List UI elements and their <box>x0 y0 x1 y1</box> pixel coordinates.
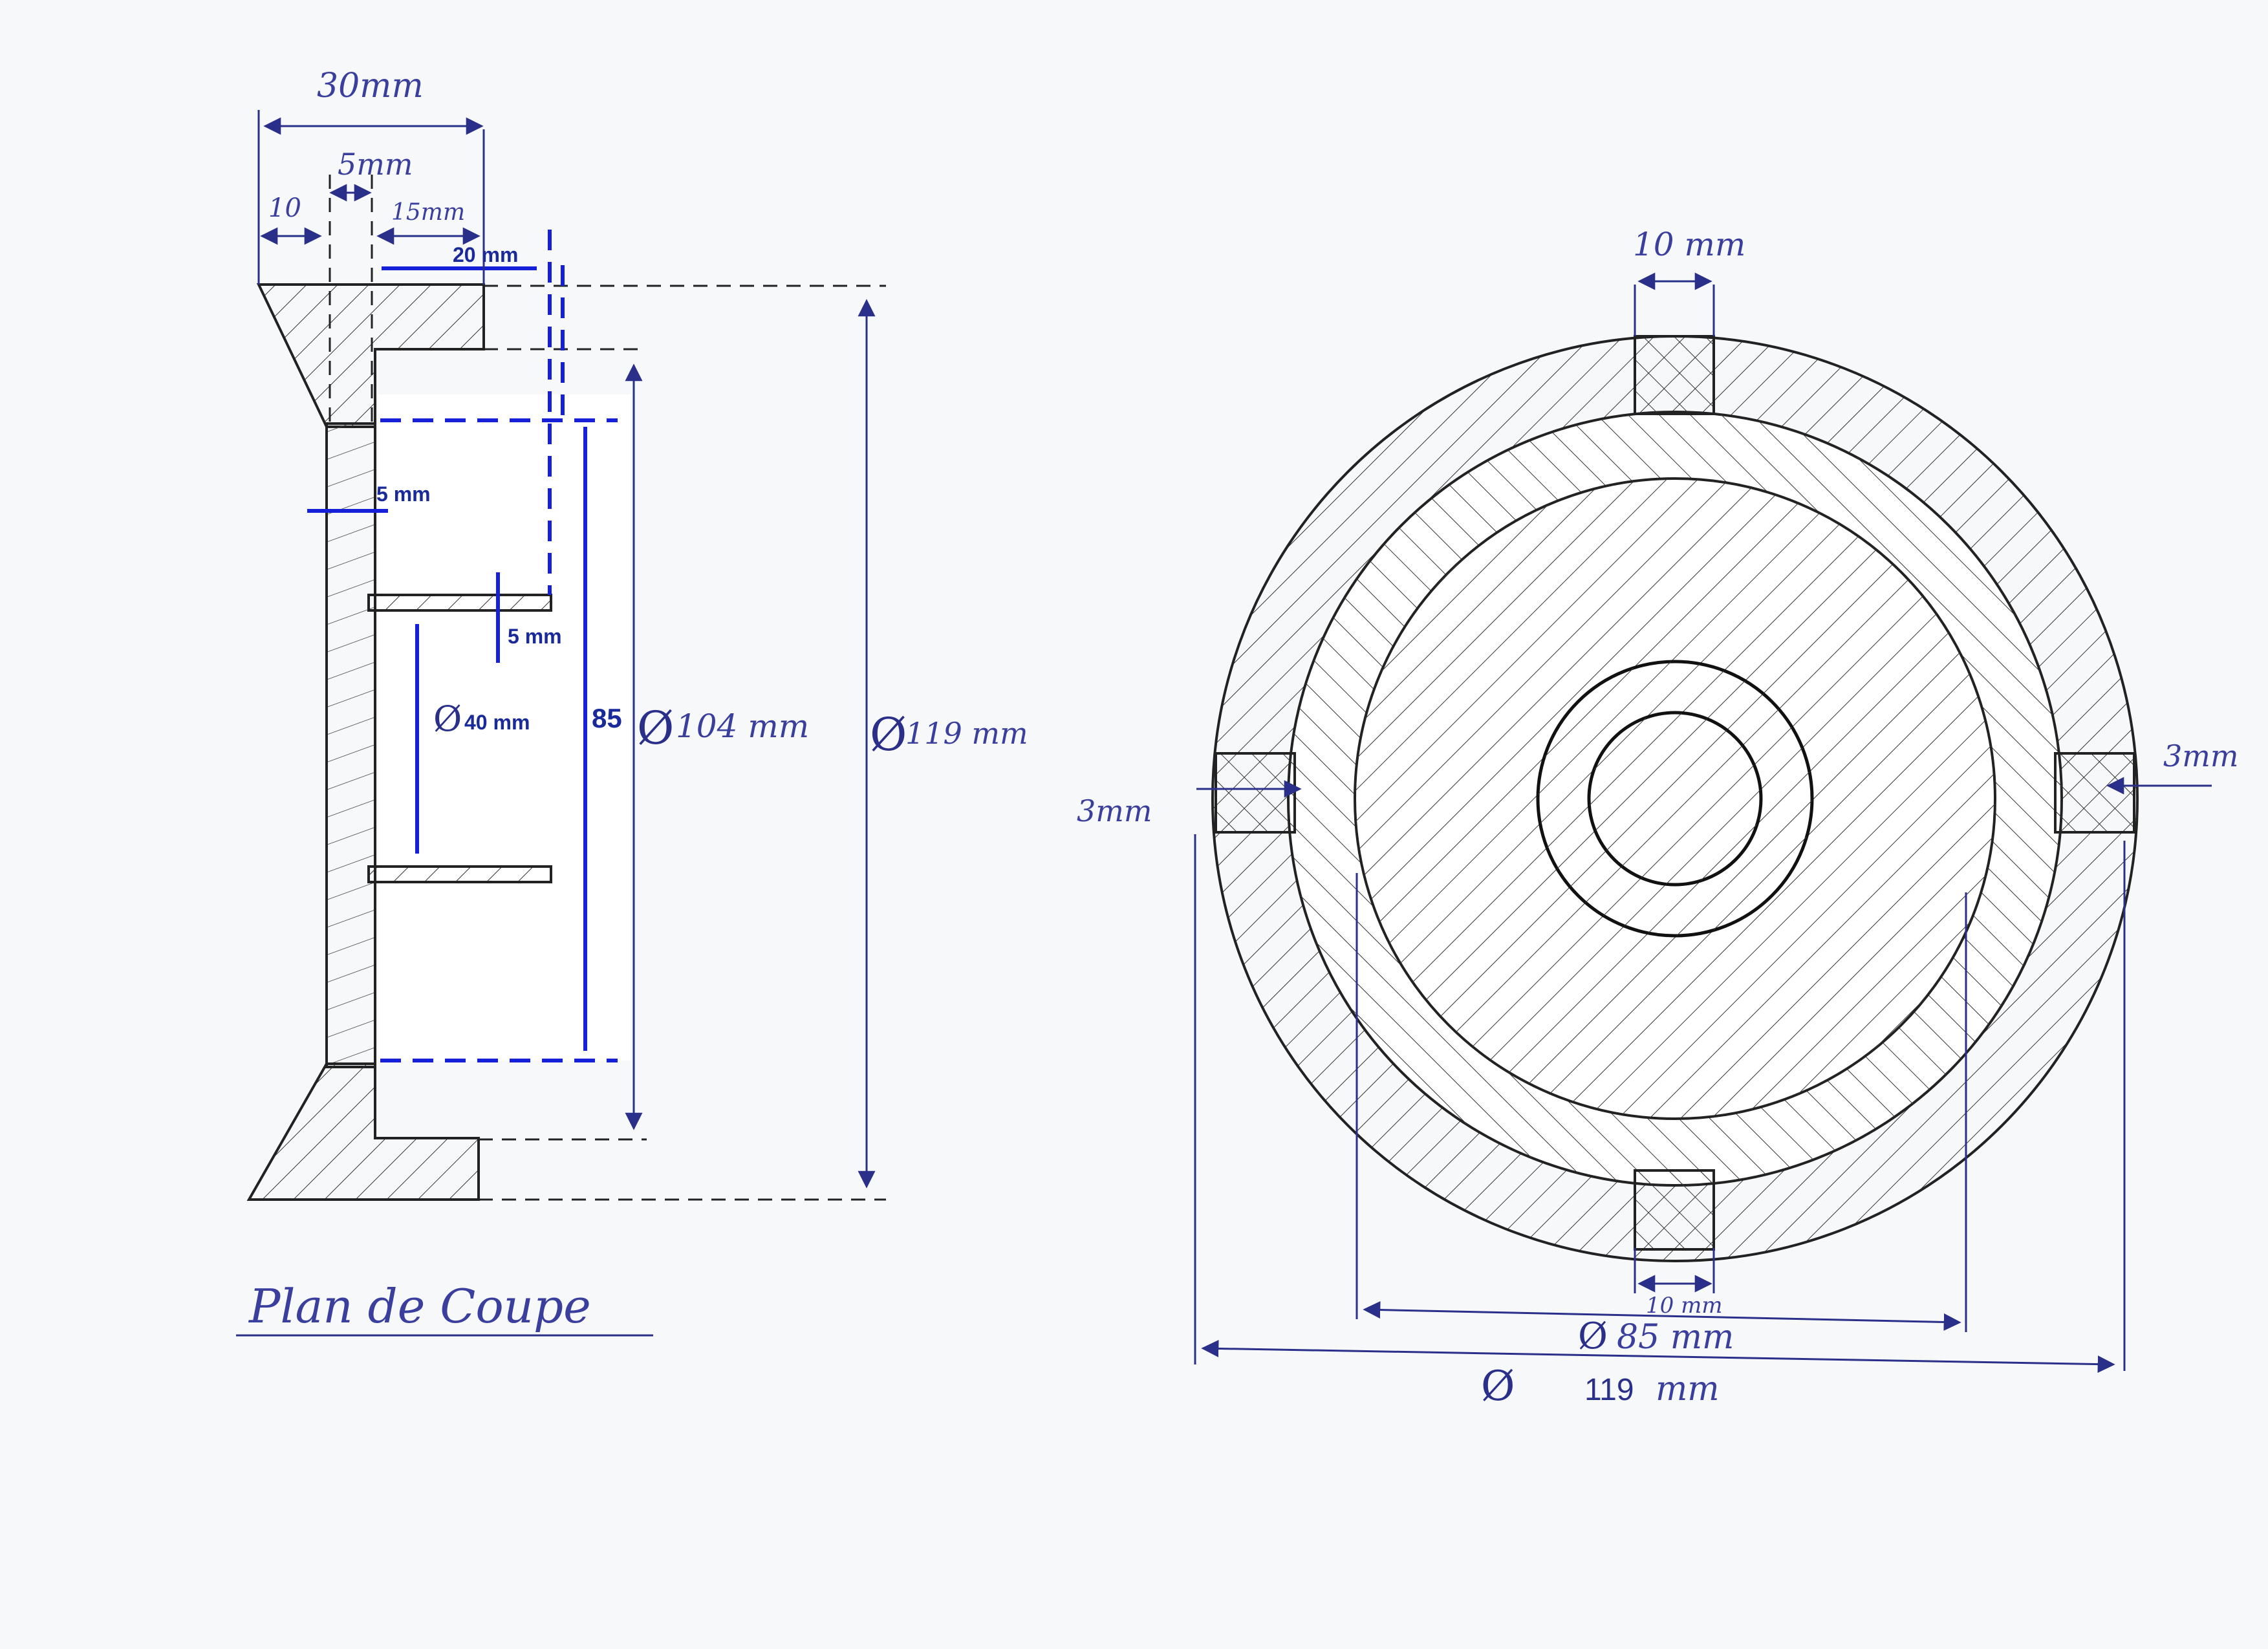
lower-shelf-cover <box>367 865 552 883</box>
label-outer-dia-symbol: Ø <box>870 708 907 761</box>
drawing-title: Plan de Coupe <box>248 1279 591 1333</box>
label-web: 5 mm <box>376 482 431 506</box>
label-outer-diameter: 119 mm <box>905 716 1028 751</box>
label-right: 15mm <box>391 199 465 226</box>
label-total-width: 30mm <box>317 67 424 105</box>
label-inner-diameter: 104 mm <box>676 707 809 745</box>
label-wall: 5mm <box>338 147 413 182</box>
side-wall <box>325 422 376 1068</box>
label-left: 10 <box>268 193 301 223</box>
label-front-outer-unit: mm <box>1656 1370 1720 1408</box>
label-front-inner-dia-symbol: Ø <box>1578 1315 1608 1357</box>
label-hub-diameter-symbol: Ø <box>433 698 462 739</box>
label-front-outer-diameter: 119 <box>1584 1373 1634 1407</box>
label-front-outer-dia-symbol: Ø <box>1481 1363 1515 1410</box>
label-right-gap: 3mm <box>2163 738 2239 773</box>
label-inner-dia-symbol: Ø <box>637 702 674 755</box>
label-shelf-top: 20 mm <box>453 243 518 266</box>
label-hub: 40 mm <box>464 711 530 734</box>
dim-line-front-outer-diameter <box>1201 1339 2115 1374</box>
label-height: 85 <box>592 703 622 733</box>
label-shelf: 5 mm <box>508 625 562 648</box>
upper-shelf-cover <box>367 594 552 612</box>
label-bottom-key: 10 mm <box>1646 1293 1723 1319</box>
label-left-gap: 3mm <box>1077 793 1152 828</box>
dim-line-front-inner-diameter <box>1363 1301 1961 1331</box>
front-view: 10 mm 10 mm 3mm 3mm Ø 85 mm Ø 119 mm <box>1077 226 2239 1410</box>
label-front-inner-diameter: 85 mm <box>1617 1318 1734 1357</box>
section-view: 30mm 5mm 10 15mm 20 mm 5 mm 5 mm Ø 40 mm… <box>236 67 1028 1337</box>
bottom-flange <box>246 1062 480 1201</box>
label-top-key: 10 mm <box>1633 226 1745 263</box>
